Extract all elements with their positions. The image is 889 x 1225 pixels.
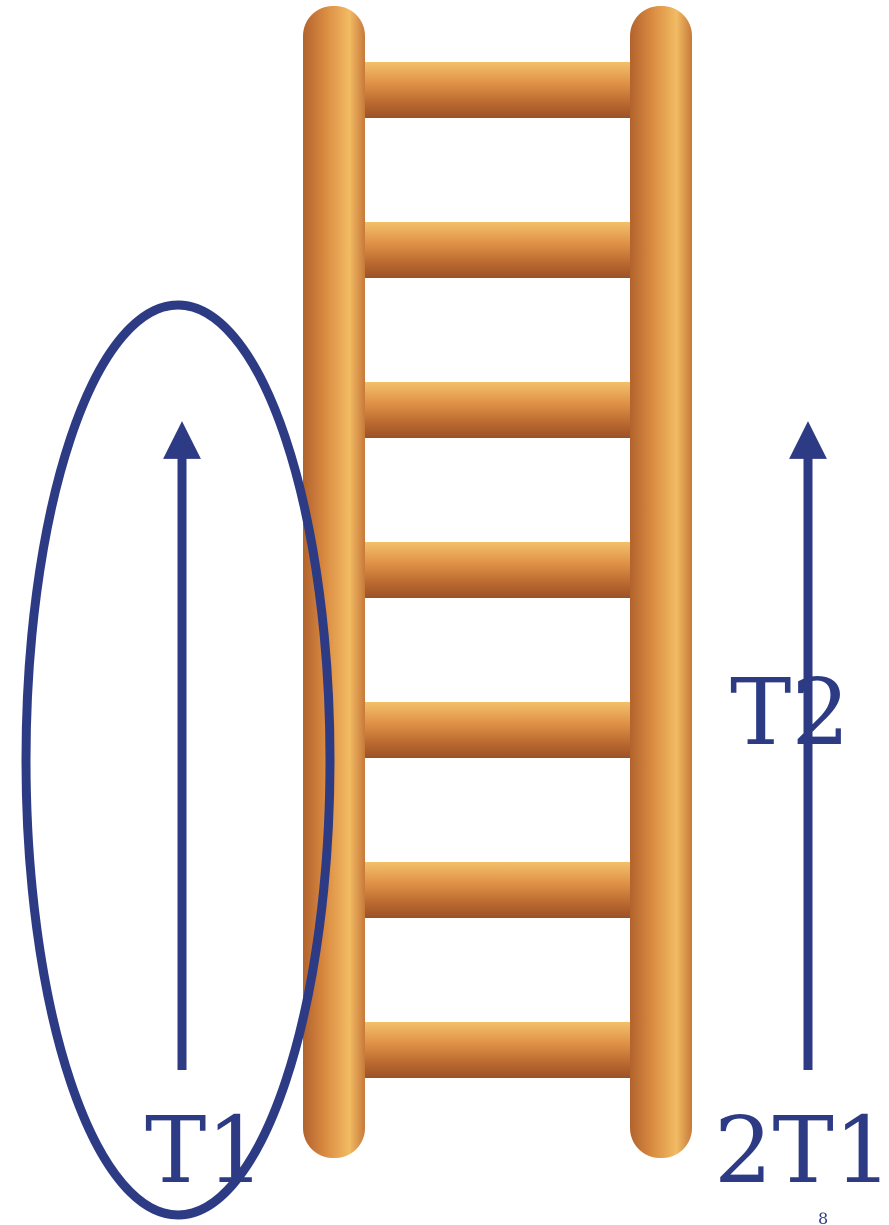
ladder-rung (355, 862, 640, 918)
highlight-ellipse (21, 300, 335, 1220)
label-t2: T2 (730, 659, 850, 766)
ladder-left-rail (303, 6, 365, 1158)
ladder (303, 6, 692, 1158)
ladder-rung (355, 382, 640, 438)
ladder-rung (355, 702, 640, 758)
ladder-right-rail (630, 6, 692, 1158)
ladder-rung (355, 542, 640, 598)
ladder-rung (355, 1022, 640, 1078)
ladder-rung (355, 62, 640, 118)
ladder-rung (355, 222, 640, 278)
ladder-rungs (355, 62, 640, 1078)
page-number: 8 (818, 1209, 828, 1225)
label-t1: T1 (145, 1097, 265, 1204)
label-2t1: 2T1 (714, 1097, 889, 1204)
